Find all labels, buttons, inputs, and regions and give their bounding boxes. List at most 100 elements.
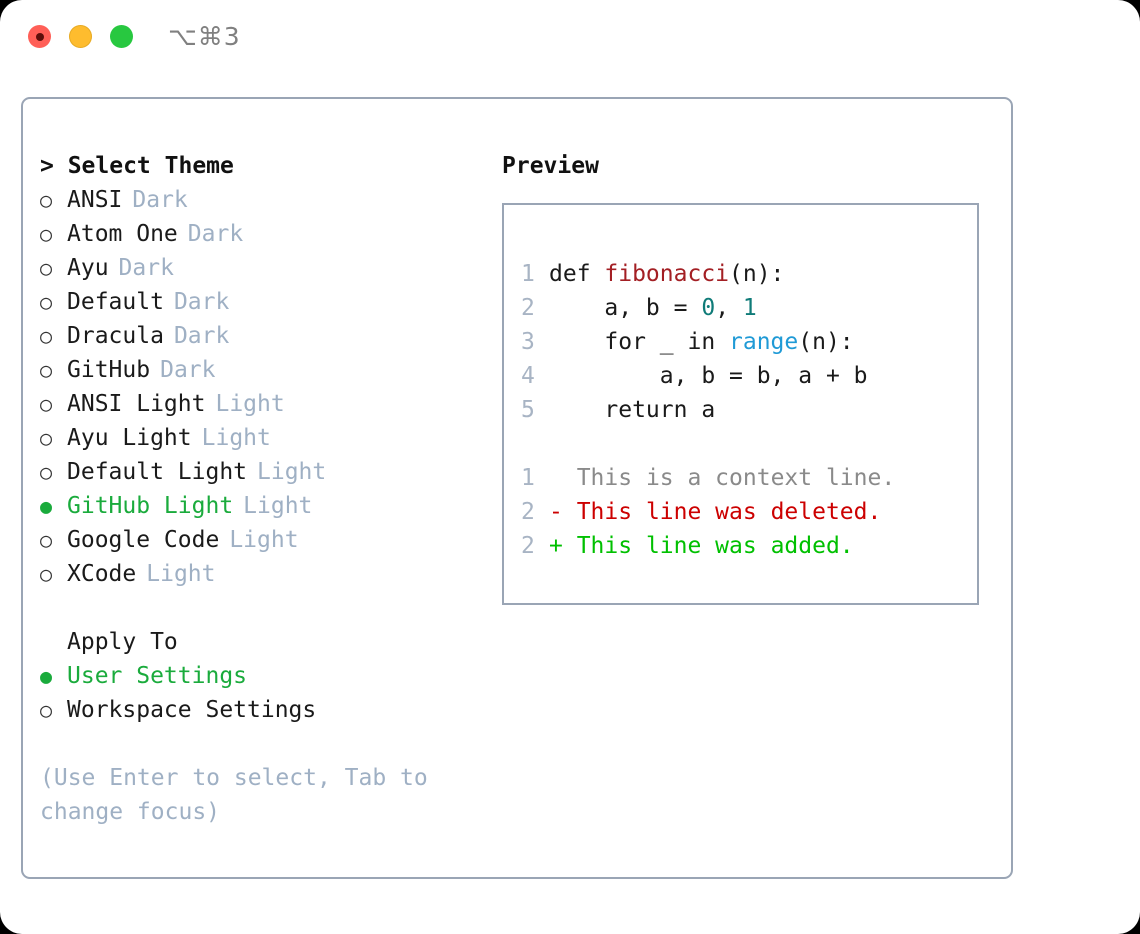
theme-option-category: Light bbox=[243, 493, 313, 519]
theme-option-category: Light bbox=[146, 561, 216, 587]
theme-option-label: GitHub Light bbox=[67, 493, 234, 519]
radio-unselected-icon: ○ bbox=[40, 698, 53, 722]
line-number: 3 bbox=[521, 329, 535, 355]
code-token-call: range bbox=[729, 329, 799, 355]
code-token-plain: for _ in bbox=[549, 329, 730, 355]
theme-option-label: ANSI bbox=[67, 187, 123, 213]
line-number: 1 bbox=[521, 261, 535, 287]
theme-option-github[interactable]: ○ GitHub Dark bbox=[40, 353, 490, 387]
apply-to-option-user-settings[interactable]: ●User Settings bbox=[40, 659, 490, 693]
diff-marker: + bbox=[549, 533, 563, 559]
keyboard-hint-text: (Use Enter to select, Tab to change focu… bbox=[40, 765, 428, 825]
theme-option-category: Light bbox=[257, 459, 327, 485]
theme-option-default-light[interactable]: ○ Default Light Light bbox=[40, 455, 490, 489]
theme-option-label: Atom One bbox=[67, 221, 178, 247]
diff-line-add: 2 + This line was added. bbox=[521, 529, 977, 563]
diff-text: This line was deleted. bbox=[562, 499, 882, 525]
theme-option-label: Ayu bbox=[67, 255, 109, 281]
code-line: 2 a, b = 0, 1 bbox=[521, 291, 977, 325]
radio-unselected-icon: ○ bbox=[40, 324, 53, 348]
minimize-button-icon[interactable] bbox=[69, 25, 92, 48]
theme-option-category: Dark bbox=[160, 357, 216, 383]
diff-text: This line was added. bbox=[562, 533, 854, 559]
diff-marker: - bbox=[549, 499, 563, 525]
radio-unselected-icon: ○ bbox=[40, 562, 53, 586]
code-token-num: 0 bbox=[701, 295, 716, 321]
radio-unselected-icon: ○ bbox=[40, 358, 53, 382]
theme-option-category: Light bbox=[201, 425, 271, 451]
code-token-plain: return a bbox=[549, 397, 716, 423]
theme-option-ayu-light[interactable]: ○ Ayu Light Light bbox=[40, 421, 490, 455]
apply-to-list[interactable]: ●User Settings ○ Workspace Settings bbox=[40, 659, 490, 727]
theme-option-label: ANSI Light bbox=[67, 391, 206, 417]
close-button-icon[interactable] bbox=[28, 25, 51, 48]
theme-option-github-light[interactable]: ● GitHub Light Light bbox=[40, 489, 490, 523]
theme-option-label: Ayu Light bbox=[67, 425, 192, 451]
code-token-num: 1 bbox=[742, 295, 757, 321]
apply-to-option-label: Workspace Settings bbox=[67, 697, 317, 723]
radio-selected-icon: ● bbox=[40, 494, 53, 518]
line-number: 4 bbox=[521, 363, 535, 389]
diff-marker bbox=[549, 465, 563, 491]
diff-text: This is a context line. bbox=[562, 465, 896, 491]
radio-unselected-icon: ○ bbox=[40, 290, 53, 314]
radio-selected-icon: ● bbox=[40, 664, 53, 688]
code-token-plain: , bbox=[715, 295, 743, 321]
theme-option-dracula[interactable]: ○ Dracula Dark bbox=[40, 319, 490, 353]
theme-option-label: Default bbox=[67, 289, 164, 315]
line-number: 2 bbox=[521, 295, 535, 321]
theme-option-label: Default Light bbox=[67, 459, 248, 485]
apply-to-option-workspace-settings[interactable]: ○ Workspace Settings bbox=[40, 693, 490, 727]
radio-unselected-icon: ○ bbox=[40, 460, 53, 484]
maximize-button-icon[interactable] bbox=[110, 25, 133, 48]
preview-heading: Preview bbox=[502, 153, 599, 179]
code-line: 4 a, b = b, a + b bbox=[521, 359, 977, 393]
theme-option-label: GitHub bbox=[67, 357, 151, 383]
radio-unselected-icon: ○ bbox=[40, 188, 53, 212]
diff-sample: 1 This is a context line. 2- This line wa… bbox=[521, 461, 977, 563]
radio-unselected-icon: ○ bbox=[40, 256, 53, 280]
theme-option-label: XCode bbox=[67, 561, 137, 587]
theme-option-label: Google Code bbox=[67, 527, 220, 553]
traffic-lights bbox=[28, 25, 133, 48]
diff-line-ctx: 1 This is a context line. bbox=[521, 461, 977, 495]
radio-unselected-icon: ○ bbox=[40, 426, 53, 450]
code-token-plain: (n): bbox=[729, 261, 785, 287]
theme-option-category: Light bbox=[229, 527, 299, 553]
code-line: 1 def fibonacci(n): bbox=[521, 257, 977, 291]
title-bar: ⌥⌘3 bbox=[0, 0, 1140, 78]
theme-option-category: Dark bbox=[118, 255, 174, 281]
code-line: 5 return a bbox=[521, 393, 977, 427]
theme-option-ansi-light[interactable]: ○ ANSI Light Light bbox=[40, 387, 490, 421]
line-number: 5 bbox=[521, 397, 535, 423]
radio-unselected-icon: ○ bbox=[40, 222, 53, 246]
code-token-plain: def bbox=[549, 261, 605, 287]
code-token-plain: a, b = bbox=[549, 295, 702, 321]
theme-option-category: Dark bbox=[173, 323, 230, 349]
window-shortcut-label: ⌥⌘3 bbox=[168, 22, 241, 51]
theme-option-ansi[interactable]: ○ ANSI Dark bbox=[40, 183, 490, 217]
theme-option-google-code[interactable]: ○ Google Code Light bbox=[40, 523, 490, 557]
theme-option-label: Dracula bbox=[67, 323, 164, 349]
radio-unselected-icon: ○ bbox=[40, 528, 53, 552]
line-number: 2 bbox=[521, 533, 535, 559]
theme-option-category: Light bbox=[215, 391, 285, 417]
theme-option-ayu[interactable]: ○ Ayu Dark bbox=[40, 251, 490, 285]
theme-option-category: Dark bbox=[187, 221, 244, 247]
apply-to-heading: Apply To bbox=[67, 629, 178, 655]
theme-option-category: Dark bbox=[132, 187, 188, 213]
line-number: 1 bbox=[521, 465, 535, 491]
code-line: 3 for _ in range(n): bbox=[521, 325, 977, 359]
theme-option-atom-one[interactable]: ○ Atom One Dark bbox=[40, 217, 490, 251]
code-token-plain: (n): bbox=[798, 329, 854, 355]
code-token-fn: fibonacci bbox=[604, 261, 730, 287]
radio-unselected-icon: ○ bbox=[40, 392, 53, 416]
theme-option-xcode[interactable]: ○ XCode Light bbox=[40, 557, 490, 591]
